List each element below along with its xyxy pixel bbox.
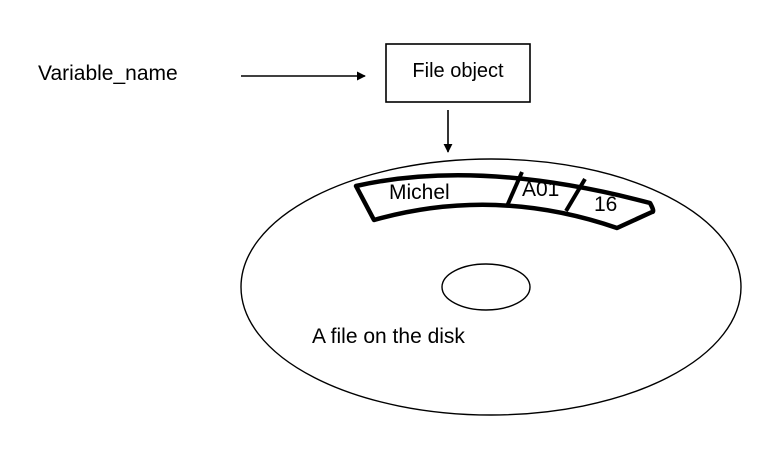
file-object-label: File object [412, 60, 504, 82]
record-field-age: 16 [594, 193, 617, 216]
disk-hole [441, 263, 531, 311]
disk-label: A file on the disk [312, 325, 465, 348]
file-object-box [385, 43, 531, 103]
record-divider-2 [564, 177, 587, 213]
record-field-id: A01 [522, 178, 559, 201]
variable-name-label: Variable_name [38, 62, 178, 85]
record-divider-1 [505, 171, 524, 207]
record-field-name: Michel [389, 181, 450, 204]
